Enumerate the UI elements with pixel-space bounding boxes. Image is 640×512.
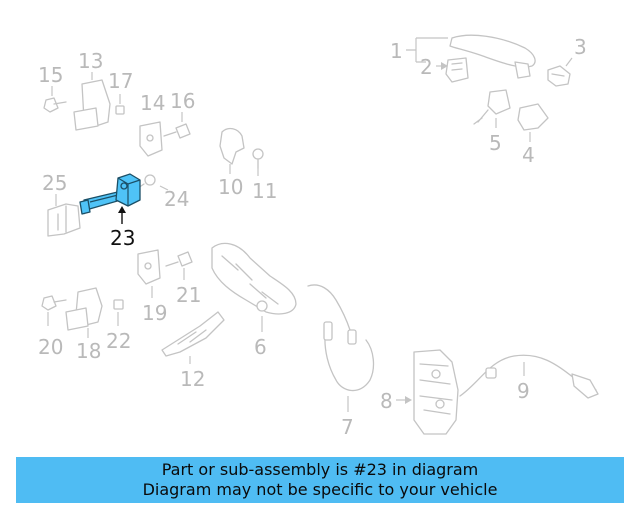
callout-10: 10 xyxy=(218,175,243,199)
callout-7: 7 xyxy=(341,415,354,439)
callout-5: 5 xyxy=(489,131,502,155)
part-20-bolt[interactable] xyxy=(41,295,67,311)
part-12-trim[interactable] xyxy=(161,311,225,357)
callout-9: 9 xyxy=(517,379,530,403)
part-21-bolt[interactable] xyxy=(165,251,193,267)
part-5-lock-cylinder[interactable] xyxy=(473,89,511,125)
banner-line-2: Diagram may not be specific to your vehi… xyxy=(142,480,498,499)
callout-13: 13 xyxy=(78,49,103,73)
callout-19: 19 xyxy=(142,301,167,325)
part-11-screw[interactable] xyxy=(252,148,264,169)
part-17-plug[interactable] xyxy=(115,105,125,115)
callout-22: 22 xyxy=(106,329,131,353)
callout-24: 24 xyxy=(164,187,189,211)
callout-12: 12 xyxy=(180,367,205,391)
part-10-bracket[interactable] xyxy=(219,127,245,165)
callout-21: 21 xyxy=(176,283,201,307)
part-16-bolt[interactable] xyxy=(163,123,191,139)
part-25-block[interactable] xyxy=(47,203,81,237)
part-outside-handle[interactable] xyxy=(445,34,536,83)
part-9-handle-cable[interactable] xyxy=(459,354,599,399)
callout-2: 2 xyxy=(420,55,433,79)
part-22-plug[interactable] xyxy=(113,299,124,310)
callout-25: 25 xyxy=(42,171,67,195)
callout-6: 6 xyxy=(254,335,267,359)
part-18-lower-hinge[interactable] xyxy=(65,287,103,331)
part-8-lock-actuator[interactable] xyxy=(413,349,459,435)
part-23-door-checker[interactable] xyxy=(79,173,141,215)
callout-1: 1 xyxy=(390,39,403,63)
part-15-bolt[interactable] xyxy=(43,97,67,113)
part-24-screw[interactable] xyxy=(137,174,156,189)
callout-11: 11 xyxy=(252,179,277,203)
callout-18: 18 xyxy=(76,339,101,363)
callout-20: 20 xyxy=(38,335,63,359)
part-13-upper-hinge[interactable] xyxy=(73,79,111,131)
caption-banner: Part or sub-assembly is #23 in diagram D… xyxy=(16,457,624,503)
part-14-hinge-plate[interactable] xyxy=(139,121,163,157)
part-4-cover[interactable] xyxy=(517,103,549,131)
part-handle-cap[interactable] xyxy=(547,65,571,87)
callout-15: 15 xyxy=(38,63,63,87)
callout-23: 23 xyxy=(110,226,135,250)
part-19-hinge-plate[interactable] xyxy=(137,249,161,285)
callout-8: 8 xyxy=(380,389,393,413)
banner-line-1: Part or sub-assembly is #23 in diagram xyxy=(161,460,479,479)
callout-14: 14 xyxy=(140,91,165,115)
part-7-cable[interactable] xyxy=(307,284,375,392)
callout-17: 17 xyxy=(108,69,133,93)
callout-3: 3 xyxy=(574,35,587,59)
callout-16: 16 xyxy=(170,89,195,113)
part-6-latch-carrier[interactable] xyxy=(211,242,297,315)
callout-4: 4 xyxy=(522,143,535,167)
